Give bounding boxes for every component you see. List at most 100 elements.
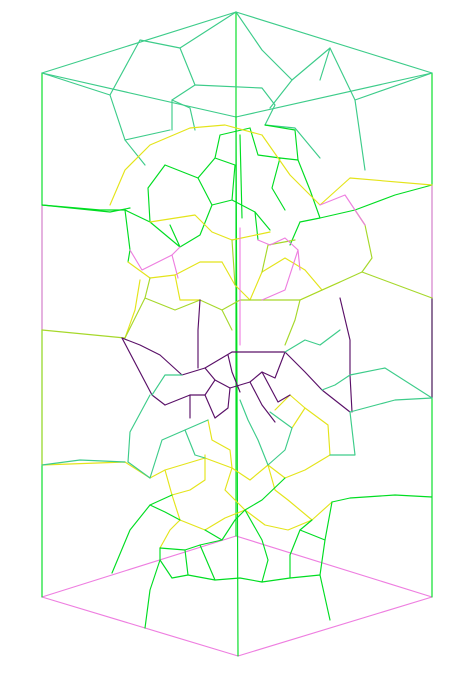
cell-edge [221,309,233,331]
box-bottom-face [41,535,433,657]
cell-edge [151,374,183,396]
cell-edge [159,519,181,549]
cell-edge [254,211,259,241]
cell-edge [231,239,236,286]
cell-edge [284,299,301,346]
cell-edge [111,494,173,574]
cell-edge [291,407,331,456]
cell-edge [214,351,286,389]
cell-edge [289,221,301,246]
pink-cells [129,194,366,346]
cell-edge [271,157,286,211]
cell-edge [124,279,141,339]
cell-edge [291,47,366,171]
box-top-face [41,11,433,118]
cell-edge [171,47,196,131]
cell-edge [227,354,241,393]
cell-edge [184,549,269,583]
cell-edge [284,329,341,353]
cell-edge [171,99,196,131]
cell-edge [174,274,201,301]
cell-edge [197,299,201,369]
cell-edge [267,464,313,521]
cell-edge [261,371,291,403]
cell-edge [207,419,233,469]
cell-edge [41,461,151,479]
cell-edge [264,124,299,161]
cell-edge [297,249,301,271]
cell-edge [211,157,236,206]
cell-edge [239,399,269,466]
cell-edge [144,277,151,299]
cell-edge [171,454,206,496]
cell-edge [321,367,433,399]
top-cells [41,11,433,171]
cell-edge [224,467,246,511]
cell-edge [261,134,433,206]
cell-edge [164,164,213,248]
lower-teal-cells [41,329,433,479]
cell-edge [257,237,299,301]
cell-edge [264,124,321,159]
cell-edge [289,519,313,579]
cell-edge [331,494,433,503]
cell-edge [274,394,306,411]
purple-cells [121,297,353,423]
cell-edge [231,351,351,413]
cell-edge [261,574,331,621]
cell-edge [164,469,246,531]
lime-cells [41,209,433,346]
cell-edge [199,544,216,581]
cell-edge [159,547,189,579]
cell-edge [339,297,353,413]
cell-edge [149,214,271,241]
cell-edge [239,134,243,219]
cell-edge [204,387,231,419]
cell-edge [221,261,263,301]
cell-edge [194,84,276,126]
cell-edge [121,337,233,376]
cell-edge [354,72,433,101]
cell-edge [109,11,237,96]
cell-edge [124,139,146,166]
cell-edge [144,559,161,629]
upper-green-cells [41,124,433,263]
cell-edge [171,254,179,279]
cell-edge [41,204,131,213]
cell-edge [159,509,246,551]
cell-edge [129,246,181,271]
cell-edge [149,504,181,521]
cell-edge [149,457,233,479]
cell-edge [109,124,263,206]
cell-edge [299,529,326,541]
cell-edge [197,127,251,179]
cell-edge [204,529,223,541]
cell-edge [127,419,209,479]
cell-edge [261,239,296,273]
cell-edge [319,194,366,226]
cell-edge [354,209,373,273]
cell-edge [127,394,151,463]
cell-edge [231,199,271,231]
cell-edge [184,429,206,459]
cell-edge [199,299,263,311]
lower-green-cells [111,477,433,629]
cell-edge [244,501,333,531]
cell-edge [231,454,331,481]
cell-edge [297,159,321,223]
cell-edge [349,397,433,413]
cell-edge [319,47,331,81]
cell-edge [261,271,433,301]
cell-edge [261,257,323,291]
bounding-box [41,11,433,657]
cell-edge [149,221,181,248]
cell-edge [319,184,433,219]
cell-edge [124,164,166,223]
cell-edge [41,204,131,263]
cell-edge [41,72,171,141]
cell-edge [267,411,293,466]
cell-edge [249,381,276,423]
cell-edge [41,459,126,466]
cell-edge [41,297,201,339]
